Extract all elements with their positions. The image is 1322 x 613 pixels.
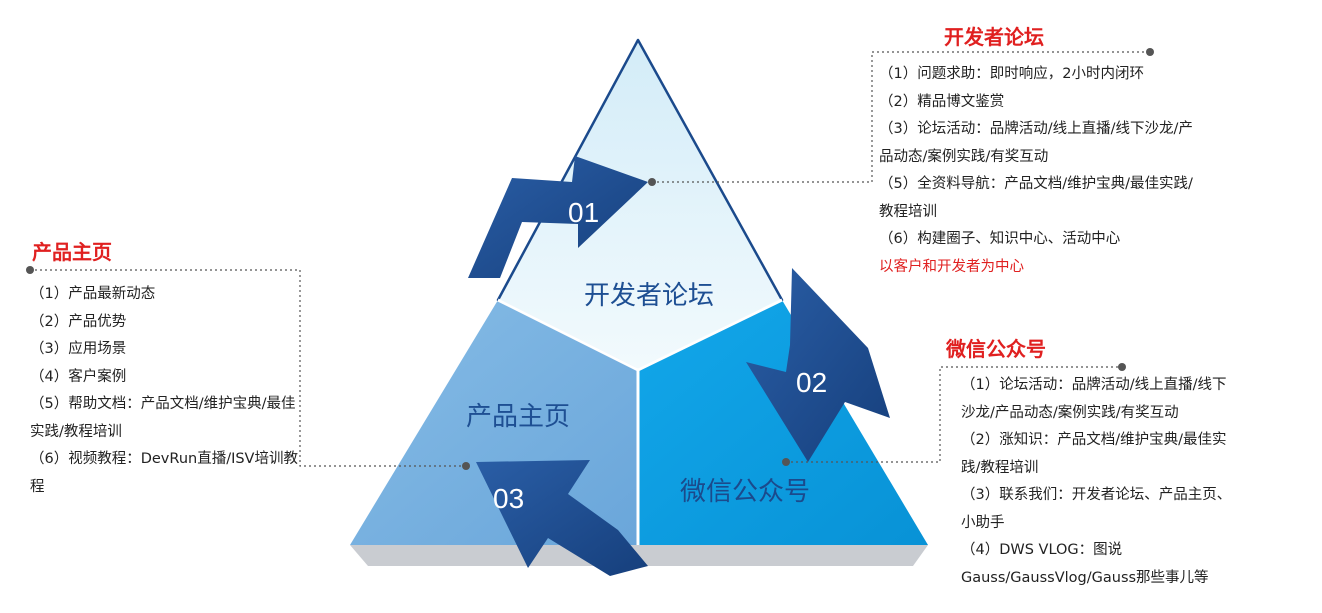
homepage-line: （5）帮助文档：产品文档/维护宝典/最佳 xyxy=(30,396,296,412)
homepage-line: （3）应用场景 xyxy=(30,341,127,357)
forum-line: （5）全资料导航：产品文档/维护宝典/最佳实践/ xyxy=(879,176,1193,192)
wechat-line: 践/教程培训 xyxy=(961,459,1039,476)
wechat-line: 沙龙/产品动态/案例实践/有奖互动 xyxy=(961,404,1179,421)
homepage-connector-dot xyxy=(462,462,470,470)
arrow-03-shape xyxy=(476,460,648,576)
arrow-02-label: 02 xyxy=(796,367,827,398)
forum-details: （1）问题求助：即时响应，2小时内闭环 （2）精品博文鉴赏 （3）论坛活动：品牌… xyxy=(879,61,1193,281)
homepage-connector xyxy=(30,269,466,467)
homepage-details: （1）产品最新动态 （2）产品优势 （3）应用场景 （4）客户案例 （5）帮助文… xyxy=(30,281,298,501)
forum-connector xyxy=(652,51,1150,183)
wechat-line: （3）联系我们：开发者论坛、产品主页、 xyxy=(961,487,1232,503)
homepage-heading: 产品主页 xyxy=(32,240,112,264)
forum-line: （2）精品博文鉴赏 xyxy=(879,93,1005,110)
wechat-line: Gauss/GaussVlog/Gauss那些事儿等 xyxy=(961,569,1209,586)
homepage-line: 实践/教程培训 xyxy=(30,423,122,440)
forum-line: （1）问题求助：即时响应，2小时内闭环 xyxy=(879,66,1144,82)
homepage-line: （4）客户案例 xyxy=(30,368,127,385)
homepage-line: （2）产品优势 xyxy=(30,313,127,330)
arrow-02-shape xyxy=(746,268,890,462)
forum-heading: 开发者论坛 xyxy=(944,25,1044,49)
wechat-connector-dot xyxy=(782,458,790,466)
wechat-heading: 微信公众号 xyxy=(946,337,1046,361)
arrow-01-label: 01 xyxy=(568,197,599,228)
wechat-line: （4）DWS VLOG：图说 xyxy=(961,542,1123,558)
wechat-connector xyxy=(786,366,1122,463)
homepage-line: （6）视频教程：DevRun直播/ISV培训教 xyxy=(30,451,298,467)
right-face xyxy=(638,300,928,545)
wechat-details: （1）论坛活动：品牌活动/线上直播/线下 沙龙/产品动态/案例实践/有奖互动 （… xyxy=(961,372,1231,592)
homepage-line: 程 xyxy=(30,478,45,495)
forum-line: （6）构建圈子、知识中心、活动中心 xyxy=(879,231,1121,247)
left-face-label: 产品主页 xyxy=(466,402,570,432)
forum-line: 教程培训 xyxy=(879,203,937,220)
wechat-connector-end xyxy=(1118,363,1126,371)
forum-connector-end xyxy=(1146,48,1154,56)
forum-line: （3）论坛活动：品牌活动/线上直播/线下沙龙/产 xyxy=(879,121,1193,137)
forum-connector-dot xyxy=(648,178,656,186)
arrow-03-label: 03 xyxy=(493,483,524,514)
wechat-line: 小助手 xyxy=(961,514,1005,531)
wechat-line: （1）论坛活动：品牌活动/线上直播/线下 xyxy=(961,377,1227,393)
forum-line: 品动态/案例实践/有奖互动 xyxy=(879,148,1049,165)
homepage-connector-end xyxy=(26,266,34,274)
right-face-label: 微信公众号 xyxy=(680,477,810,507)
forum-tagline: 以客户和开发者为中心 xyxy=(879,258,1024,275)
arrow-01-shape xyxy=(468,156,648,278)
homepage-line: （1）产品最新动态 xyxy=(30,286,156,302)
wechat-line: （2）涨知识：产品文档/维护宝典/最佳实 xyxy=(961,432,1227,448)
top-face-label: 开发者论坛 xyxy=(584,281,714,311)
face-divider-top xyxy=(497,298,783,372)
